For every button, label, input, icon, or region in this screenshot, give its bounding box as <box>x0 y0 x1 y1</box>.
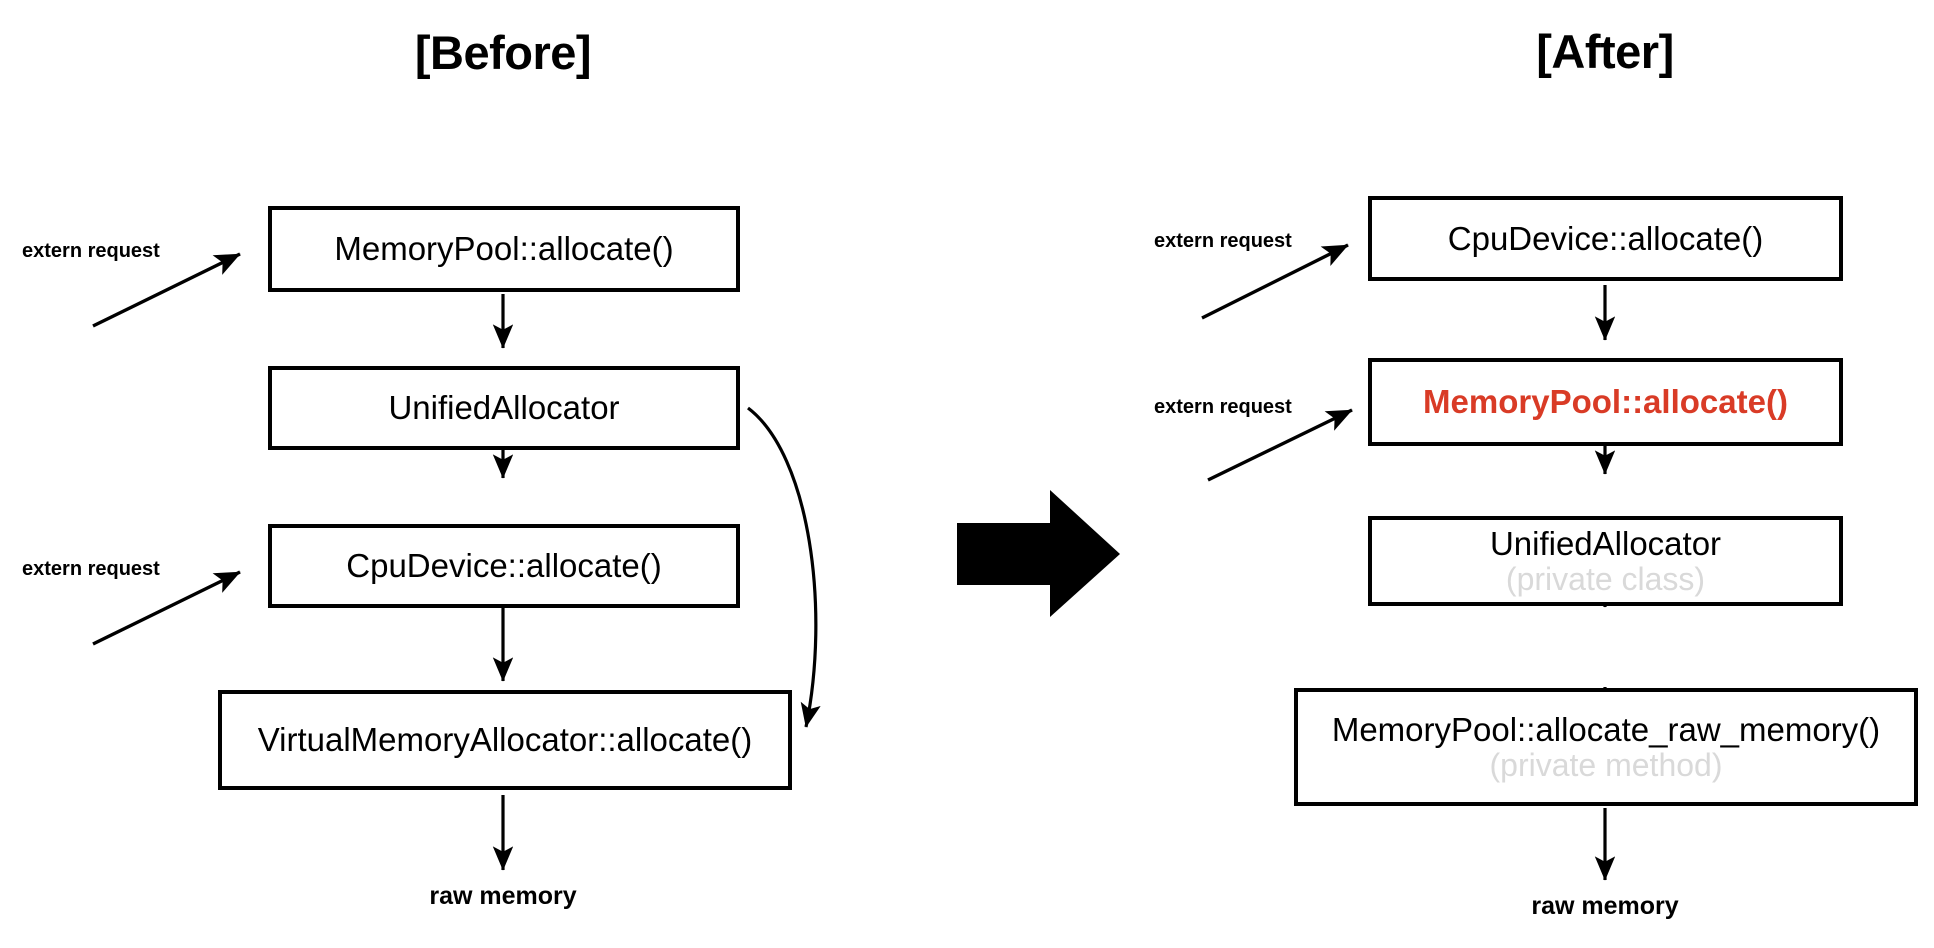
after-extern-request-label-2: extern request <box>1154 396 1292 418</box>
after-node-cpudevice-allocate[interactable]: CpuDevice::allocate() <box>1368 196 1843 281</box>
node-label: UnifiedAllocator <box>1489 524 1722 562</box>
node-label: CpuDevice::allocate() <box>346 547 662 585</box>
node-label: UnifiedAllocator <box>388 389 620 427</box>
before-node-memorypool-allocate[interactable]: MemoryPool::allocate() <box>268 206 740 292</box>
before-extern-arrows <box>92 252 241 646</box>
node-label: MemoryPool::allocate() <box>334 230 674 268</box>
after-terminal-raw-memory: raw memory <box>1531 892 1679 920</box>
node-label: MemoryPool::allocate_raw_memory() <box>1331 710 1881 748</box>
node-sublabel: (private method) <box>1489 746 1723 783</box>
node-label: VirtualMemoryAllocator::allocate() <box>257 721 753 759</box>
node-sublabel: (private class) <box>1505 560 1706 597</box>
right-arrow-icon <box>957 490 1120 617</box>
before-node-cpudevice-allocate[interactable]: CpuDevice::allocate() <box>268 524 740 608</box>
after-node-memorypool-allocate-raw-memory[interactable]: MemoryPool::allocate_raw_memory() (priva… <box>1294 688 1918 806</box>
before-terminal-raw-memory: raw memory <box>429 882 577 910</box>
before-bypass-curve-arrow <box>747 406 821 728</box>
after-extern-request-label-1: extern request <box>1154 230 1292 252</box>
before-node-unifiedallocator[interactable]: UnifiedAllocator <box>268 366 740 450</box>
before-title: [Before] <box>414 26 592 79</box>
before-node-virtualmemoryallocator-allocate[interactable]: VirtualMemoryAllocator::allocate() <box>218 690 792 790</box>
node-label: MemoryPool::allocate() <box>1423 383 1788 421</box>
after-node-unifiedallocator[interactable]: UnifiedAllocator (private class) <box>1368 516 1843 606</box>
after-extern-arrows <box>1201 243 1353 482</box>
before-extern-request-label-2: extern request <box>22 558 160 580</box>
node-label: CpuDevice::allocate() <box>1447 219 1764 257</box>
after-title: [After] <box>1536 25 1674 78</box>
before-extern-request-label-1: extern request <box>22 240 160 262</box>
after-node-memorypool-allocate[interactable]: MemoryPool::allocate() <box>1368 358 1843 446</box>
